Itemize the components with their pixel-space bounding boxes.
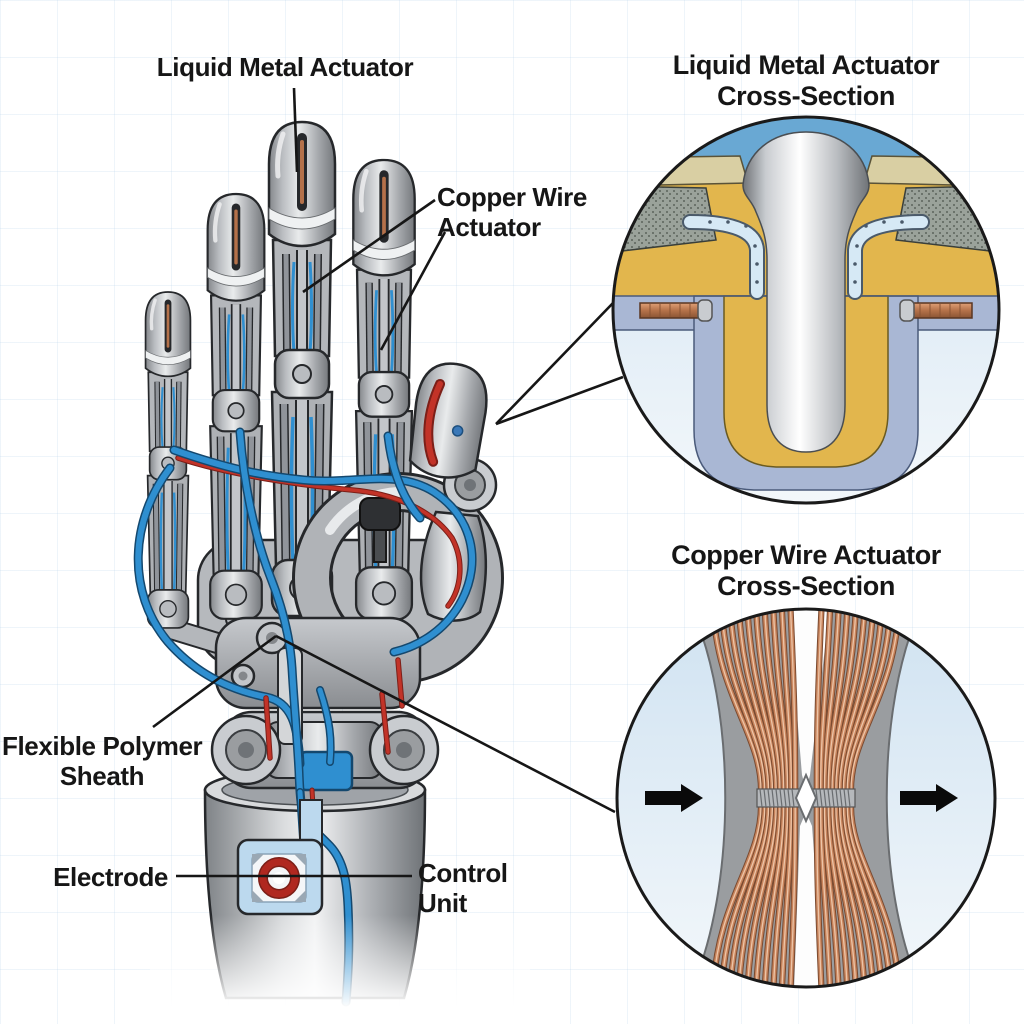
inset2-title-line2: Cross-Section	[717, 571, 895, 601]
label-copper-wire-actuator: Copper Wire Actuator	[437, 182, 587, 242]
callout-copper-wire-2	[379, 231, 447, 351]
inset1-title-line1: Liquid Metal Actuator	[672, 50, 940, 80]
label-control-unit-line2: Unit	[418, 888, 467, 918]
label-flexible-polymer-sheath: Flexible Polymer Sheath	[2, 731, 203, 791]
blue-tube-forearm	[237, 429, 352, 1005]
copper-wire-inset	[615, 607, 997, 989]
label-flexible-polymer-line2: Sheath	[59, 761, 145, 791]
inset2-copper-wires	[709, 609, 903, 987]
electrode-ring	[259, 858, 299, 898]
inset1-title: Liquid Metal Actuator Cross-Section	[610, 50, 1002, 112]
callout-liquid-metal	[292, 87, 299, 173]
blue-tube-knuckle-sweep	[171, 447, 476, 655]
inset2-title: Copper Wire Actuator Cross-Section	[610, 540, 1002, 602]
right-right-arrow	[900, 784, 958, 812]
finger-ring	[208, 194, 265, 619]
label-flexible-polymer-line1: Flexible Polymer	[2, 731, 203, 761]
label-control-unit-line1: Control	[418, 858, 508, 888]
callout-palm-to-inset	[275, 634, 616, 814]
inset2-title-line1: Copper Wire Actuator	[671, 540, 941, 570]
inset1-title-line2: Cross-Section	[717, 81, 895, 111]
strain-arrows	[645, 784, 958, 812]
label-electrode: Electrode	[53, 862, 168, 892]
left-right-arrow	[645, 784, 703, 812]
callout-thumb-to-inset-2	[495, 375, 624, 426]
liquid-metal-inset	[611, 115, 1001, 505]
label-control-unit: Control Unit	[418, 858, 508, 918]
blue-tube-left-loop	[135, 465, 303, 767]
label-copper-wire-line1: Copper Wire	[437, 182, 587, 212]
callout-lines	[152, 87, 624, 878]
robotic-hand-illustration	[133, 122, 530, 1024]
palm-knob	[359, 497, 401, 563]
forearm-fade	[150, 915, 530, 1024]
inset2-crimp	[756, 772, 856, 824]
tubes-and-wires	[133, 427, 477, 1007]
inset1-liquid-metal-column	[742, 131, 870, 453]
callout-polymer-sheath	[152, 634, 277, 729]
thumb-liquid-metal-slit	[425, 380, 444, 465]
label-liquid-metal-actuator: Liquid Metal Actuator	[156, 52, 414, 82]
inset1-circle-outline	[611, 115, 1001, 505]
callout-copper-wire-1	[302, 198, 436, 294]
inset2-circle-outline	[615, 607, 997, 989]
label-copper-wire-line2: Actuator	[437, 212, 541, 242]
callout-thumb-to-inset-1	[495, 302, 614, 425]
inset1-copper-pins	[639, 299, 973, 322]
